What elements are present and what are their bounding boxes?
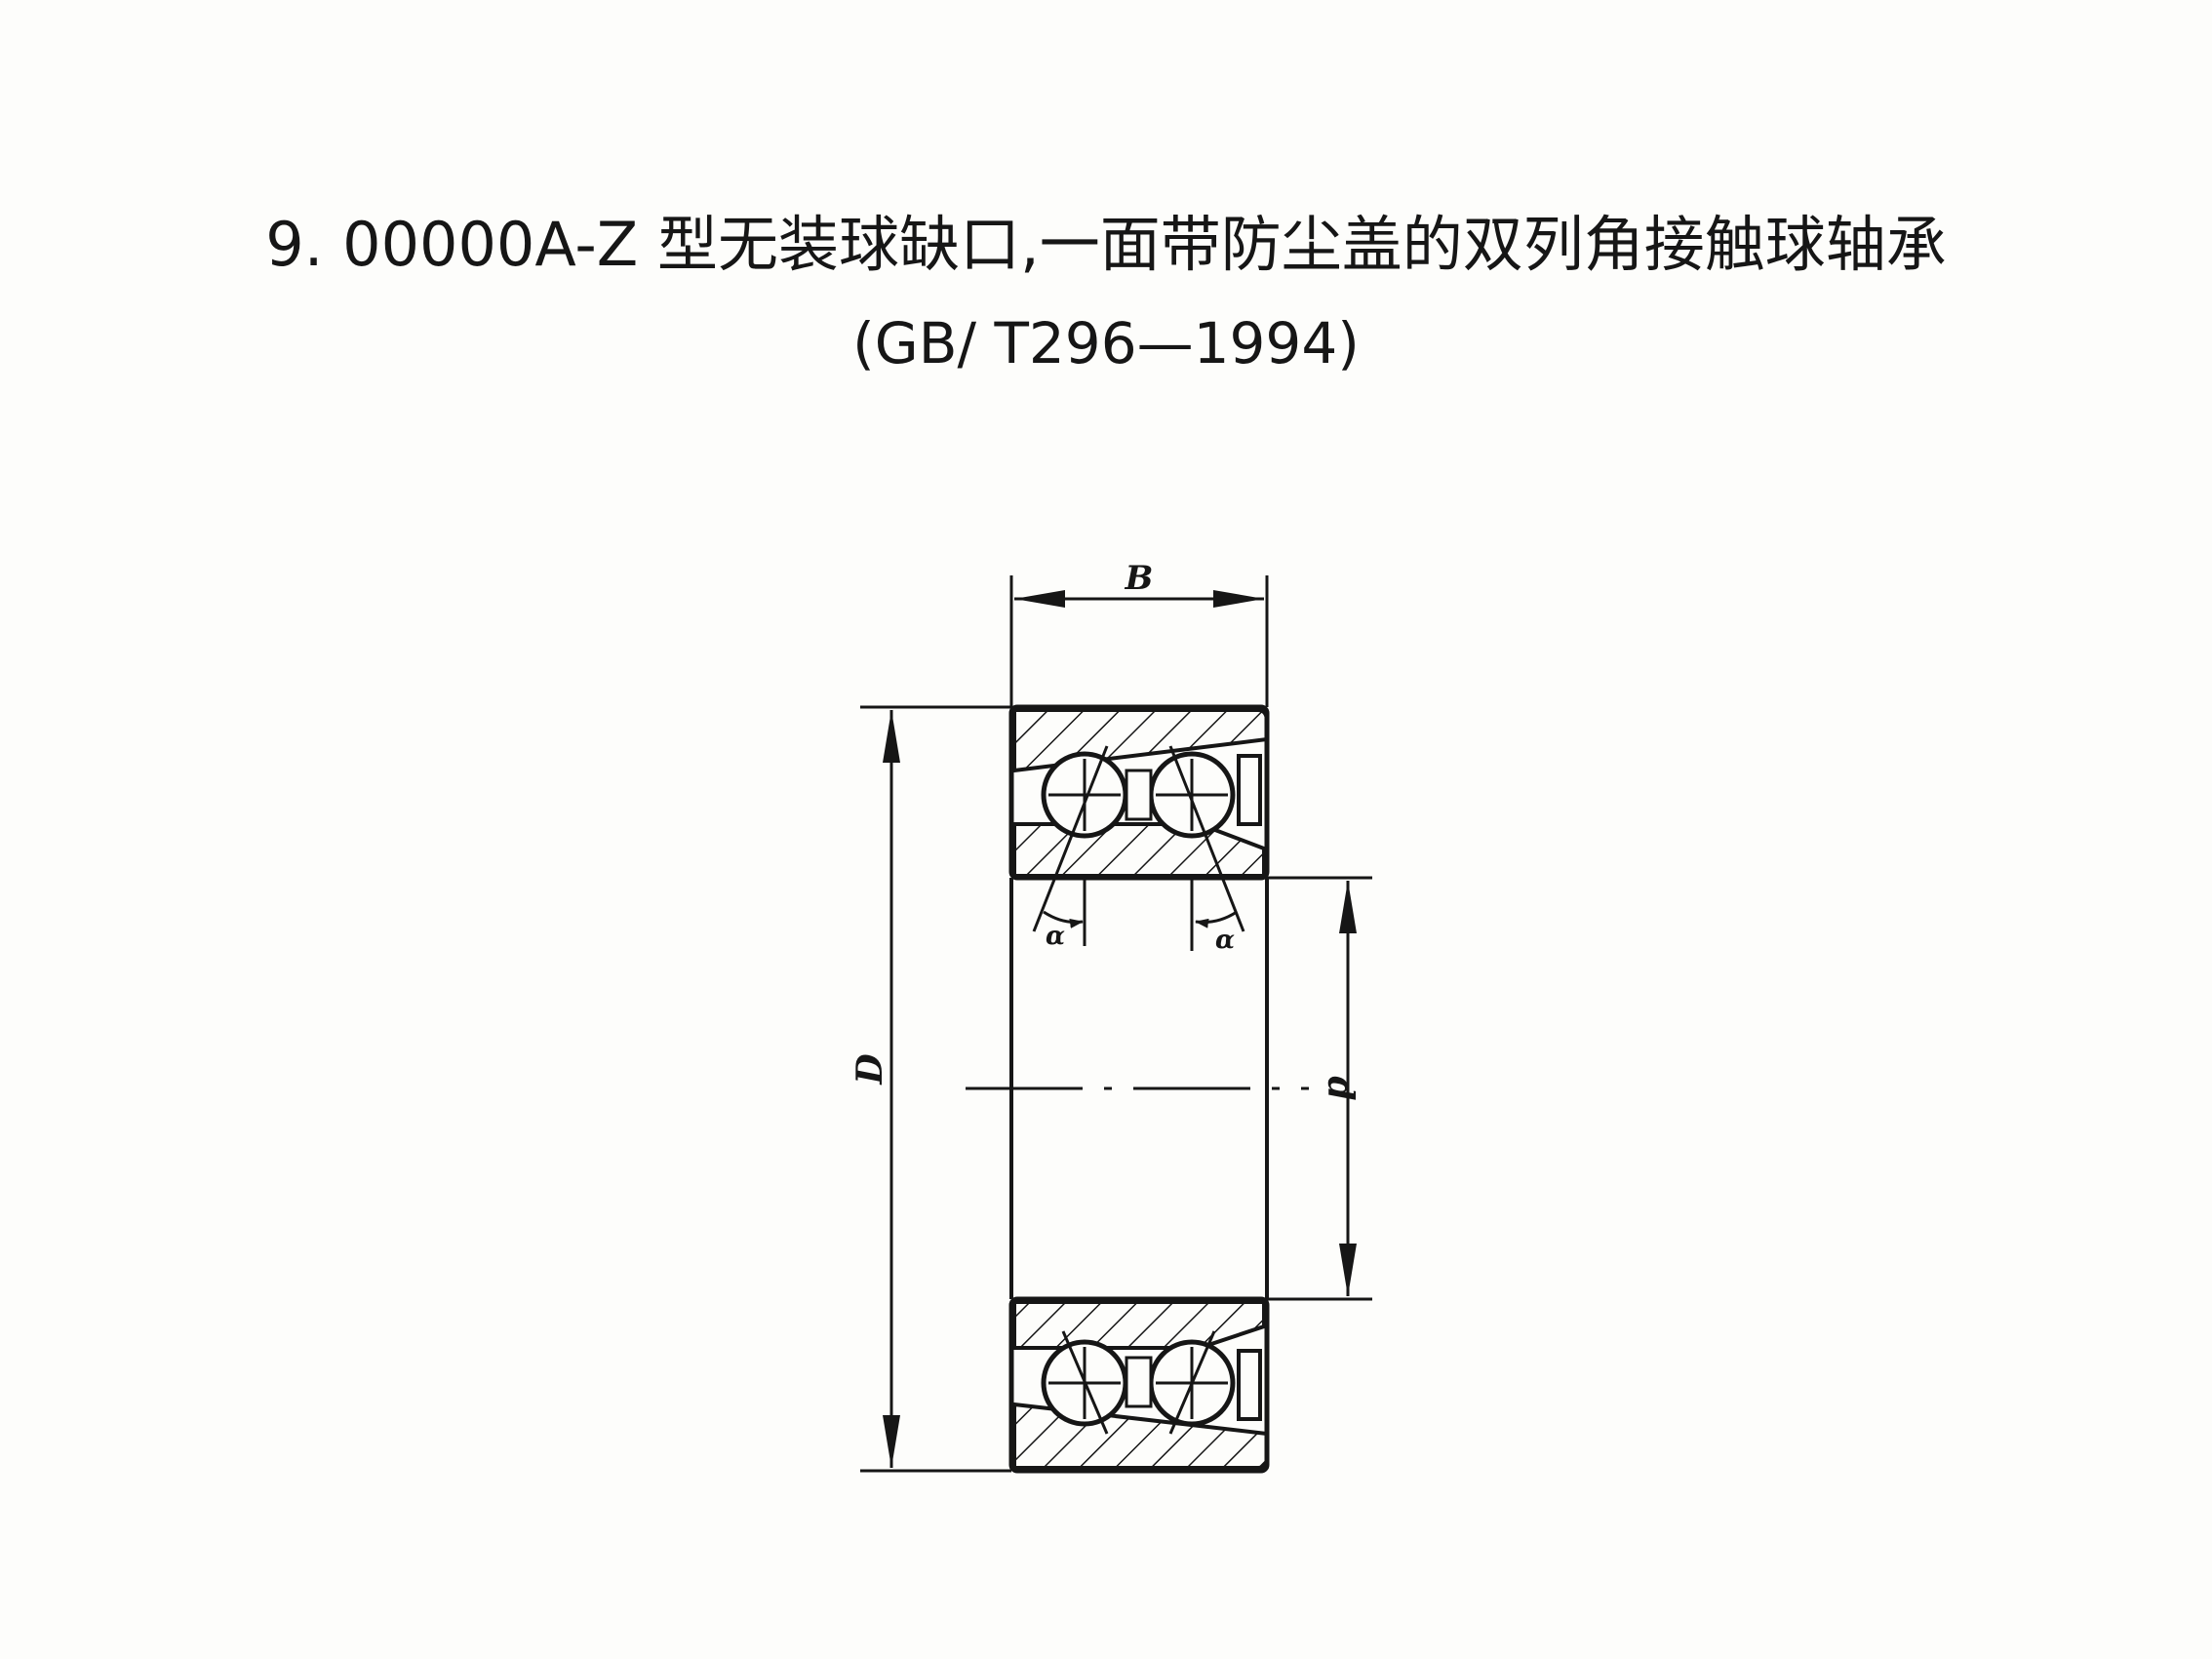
width-dimension [1009,575,1269,707]
upper-bearing-section [1008,704,1270,932]
lower-bearing-section [1008,1296,1270,1474]
contact-angle-right-label: α [1215,926,1235,955]
contact-angle-left [1043,878,1086,946]
outer-diameter-dimension [860,705,1011,1473]
bore-diameter-dimension [1267,876,1372,1301]
bore-diameter-label: d [1320,1076,1361,1100]
contact-angle-right [1190,878,1238,951]
outer-diameter-label: D [849,1053,890,1085]
contact-angle-left-label: α [1046,922,1065,951]
page-title: 9. 00000A-Z 型无装球缺口,一面带防尘盖的双列角接触球轴承 [265,209,1947,280]
standard-reference: (GB/ T296—1994) [852,310,1360,376]
width-label: B [1125,559,1154,598]
